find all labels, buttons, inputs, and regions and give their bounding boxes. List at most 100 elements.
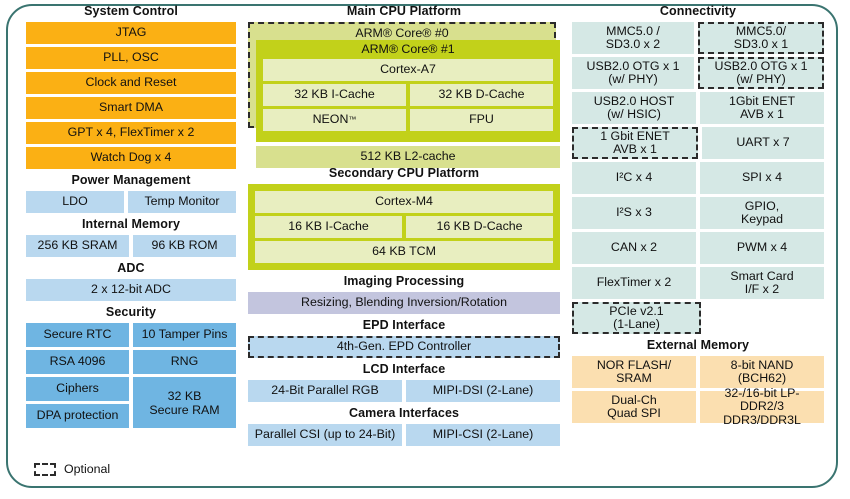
block-ldo[interactable]: LDO <box>26 191 124 213</box>
block-temp-monitor[interactable]: Temp Monitor <box>128 191 236 213</box>
group-secondary-cpu-platform: Cortex-M4 16 KB I-Cache 16 KB D-Cache 64… <box>248 184 560 270</box>
cell-line1: USB2.0 HOST <box>593 93 675 108</box>
cell-line2: DDR3/DDR3L <box>723 412 801 427</box>
section-title-lcd: LCD Interface <box>362 362 446 376</box>
block-nor-flash-sram[interactable]: NOR FLASH/SRAM <box>572 356 696 388</box>
block-pll-osc[interactable]: PLL, OSC <box>26 47 236 69</box>
block-pcie-v2-1-1-lane-optional[interactable]: PCIe v2.1(1-Lane) <box>572 302 701 334</box>
block-m4-icache[interactable]: 16 KB I-Cache <box>255 216 402 238</box>
section-title-connectivity: Connectivity <box>659 4 737 18</box>
group-system-control: JTAG PLL, OSC Clock and Reset Smart DMA … <box>26 22 236 169</box>
block-l2-cache[interactable]: 512 KB L2-cache <box>256 146 560 168</box>
block-clock-and-reset[interactable]: Clock and Reset <box>26 72 236 94</box>
block-spi-x-4[interactable]: SPI x 4 <box>700 162 824 194</box>
block-epd-controller-optional[interactable]: 4th-Gen. EPD Controller <box>248 336 560 358</box>
cell-line2: Quad SPI <box>607 406 661 420</box>
block-flextimer-x-2[interactable]: FlexTimer x 2 <box>572 267 696 299</box>
section-title-security: Security <box>105 305 157 319</box>
block-smart-dma[interactable]: Smart DMA <box>26 97 236 119</box>
group-power-management: LDO Temp Monitor <box>26 191 236 213</box>
center-column: Main CPU Platform ARM® Core® #0 ARM® Cor… <box>248 0 560 446</box>
block-gpt-flextimer[interactable]: GPT x 4, FlexTimer x 2 <box>26 122 236 144</box>
block-tamper-pins[interactable]: 10 Tamper Pins <box>133 323 236 347</box>
spacer <box>705 302 824 334</box>
connectivity-row: CAN x 2 PWM x 4 <box>572 232 824 264</box>
block-gpio-keypad[interactable]: GPIO,Keypad <box>700 197 824 229</box>
legend-label: Optional <box>64 462 111 476</box>
block-parallel-rgb[interactable]: 24-Bit Parallel RGB <box>248 380 402 402</box>
soc-outer-boundary <box>6 4 838 488</box>
block-usb2-0-otg-x-1-w-phy[interactable]: USB2.0 OTG x 1(w/ PHY) <box>572 57 694 89</box>
block-jtag[interactable]: JTAG <box>26 22 236 44</box>
block-usb2-0-host-w-hsic[interactable]: USB2.0 HOST(w/ HSIC) <box>572 92 696 124</box>
block-cortex-a7[interactable]: Cortex-A7 <box>263 59 553 81</box>
block-cortex-m4[interactable]: Cortex-M4 <box>255 191 553 213</box>
block-mipi-dsi[interactable]: MIPI-DSI (2-Lane) <box>406 380 560 402</box>
block-watch-dog[interactable]: Watch Dog x 4 <box>26 147 236 169</box>
block-can-x-2[interactable]: CAN x 2 <box>572 232 696 264</box>
section-title-main-cpu: Main CPU Platform <box>346 4 462 18</box>
block-usb2-0-otg-x-1-w-phy-optional[interactable]: USB2.0 OTG x 1(w/ PHY) <box>698 57 824 89</box>
cell-line1: PCIe v2.1 <box>609 303 664 318</box>
block-uart-x-7[interactable]: UART x 7 <box>702 127 824 159</box>
cell-line2: SRAM <box>616 371 652 385</box>
block-rom[interactable]: 96 KB ROM <box>133 235 236 257</box>
block-dpa-protection[interactable]: DPA protection <box>26 404 129 428</box>
connectivity-row: USB2.0 OTG x 1(w/ PHY)USB2.0 OTG x 1(w/ … <box>572 57 824 89</box>
cell-line1: MMC5.0/ <box>735 23 787 38</box>
block-ciphers[interactable]: Ciphers <box>26 377 129 401</box>
block-m4-dcache[interactable]: 16 KB D-Cache <box>406 216 553 238</box>
cell-line2: AVB x 1 <box>613 142 657 156</box>
cell-line1: CAN x 2 <box>610 240 658 255</box>
block-secure-rtc[interactable]: Secure RTC <box>26 323 129 347</box>
neon-label: NEON <box>312 112 349 127</box>
block-i-c-x-4[interactable]: I²C x 4 <box>572 162 696 194</box>
legend-optional: Optional <box>34 462 110 476</box>
block-fpu[interactable]: FPU <box>410 109 553 131</box>
block-arm-core-1[interactable]: ARM® Core® #1 Cortex-A7 32 KB I-Cache 32… <box>256 40 560 142</box>
optional-swatch-icon <box>34 462 56 476</box>
block-8-bit-nand-bch62[interactable]: 8-bit NAND(BCH62) <box>700 356 824 388</box>
group-internal-memory: 256 KB SRAM 96 KB ROM <box>26 235 236 257</box>
cell-line1: 8-bit NAND <box>730 357 794 372</box>
cell-line1: USB2.0 OTG x 1 <box>714 58 808 73</box>
block-a7-dcache[interactable]: 32 KB D-Cache <box>410 84 553 106</box>
cell-line2: (w/ PHY) <box>608 72 658 86</box>
block-i-s-x-3[interactable]: I²S x 3 <box>572 197 696 229</box>
block-rsa-4096[interactable]: RSA 4096 <box>26 350 129 374</box>
section-title-epd: EPD Interface <box>362 318 446 332</box>
block-pwm-x-4[interactable]: PWM x 4 <box>700 232 824 264</box>
block-mmc5-0-sd3-0-x-1-optional[interactable]: MMC5.0/SD3.0 x 1 <box>698 22 824 54</box>
block-tcm[interactable]: 64 KB TCM <box>255 241 553 263</box>
block-mmc5-0-sd3-0-x-2[interactable]: MMC5.0 /SD3.0 x 2 <box>572 22 694 54</box>
cell-line2: AVB x 1 <box>740 107 784 121</box>
block-rng[interactable]: RNG <box>133 350 236 374</box>
group-camera-interfaces: Parallel CSI (up to 24-Bit) MIPI-CSI (2-… <box>248 424 560 446</box>
block-adc[interactable]: 2 x 12-bit ADC <box>26 279 236 301</box>
cell-line2: SD3.0 x 1 <box>733 37 789 51</box>
block-sram[interactable]: 256 KB SRAM <box>26 235 129 257</box>
block-imaging-processing[interactable]: Resizing, Blending Inversion/Rotation <box>248 292 560 314</box>
block-mipi-csi[interactable]: MIPI-CSI (2-Lane) <box>406 424 560 446</box>
cell-line2: (w/ PHY) <box>736 72 786 86</box>
connectivity-row: PCIe v2.1(1-Lane) <box>572 302 824 334</box>
block-parallel-csi[interactable]: Parallel CSI (up to 24-Bit) <box>248 424 402 446</box>
group-adc: 2 x 12-bit ADC <box>26 279 236 301</box>
block-a7-icache[interactable]: 32 KB I-Cache <box>263 84 406 106</box>
cell-line2: I/F x 2 <box>744 282 780 296</box>
block-secure-ram[interactable]: 32 KB Secure RAM <box>133 377 236 428</box>
